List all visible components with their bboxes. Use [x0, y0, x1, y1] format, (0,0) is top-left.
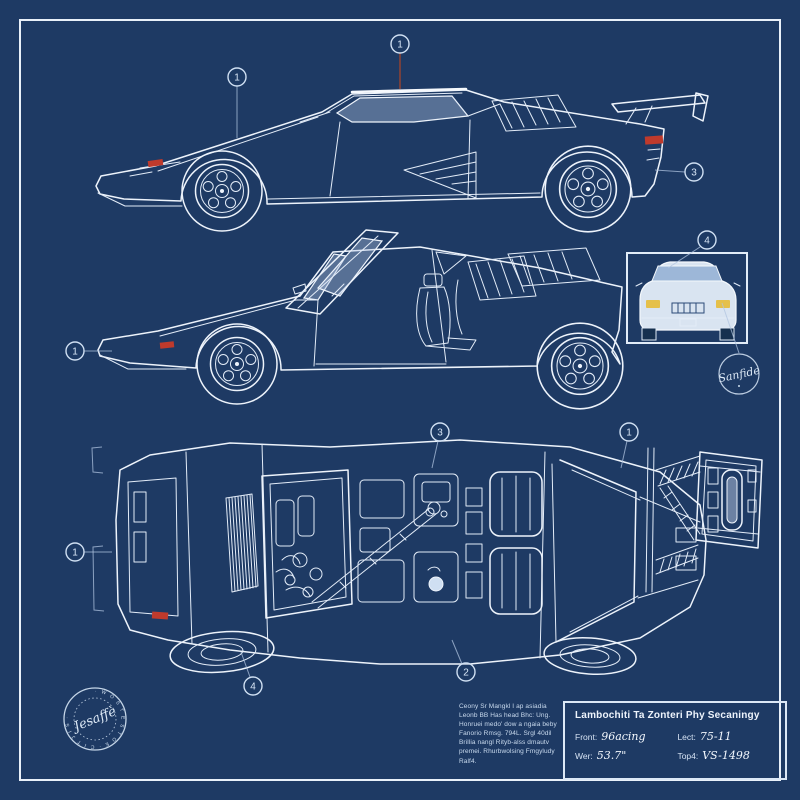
- rear-wing-detail: [645, 447, 763, 593]
- seat-left: [489, 471, 543, 537]
- svg-text:3: 3: [437, 428, 443, 439]
- tail-light: [644, 135, 664, 145]
- callout-top-wheel: 4: [240, 651, 263, 696]
- front-marker-light: [147, 159, 164, 168]
- callout-inset: 4: [667, 230, 717, 269]
- callout-top-sill: 2: [451, 639, 476, 682]
- callout-open-nose: 1: [65, 341, 112, 361]
- dimension-bracket-top: [91, 446, 104, 474]
- svg-text:1: 1: [72, 548, 78, 559]
- dimension-bracket-bottom: [92, 545, 105, 612]
- field-top: Top4: VS-1498: [677, 749, 750, 762]
- field-lect: Lect: 75-11: [677, 730, 732, 743]
- field-wer: Wer: 53.7": [575, 749, 627, 762]
- front-wheel: [181, 150, 263, 232]
- svg-text:2: 2: [463, 668, 469, 679]
- inset-grille: [671, 302, 705, 314]
- callout-top-engine: 3: [430, 422, 450, 469]
- note-line: Brillia nangl Rityb-alss dmautv: [459, 739, 550, 747]
- engine-bay: [261, 469, 441, 619]
- note-line: Fanorio Rmsg. 794L. Srgl 40dil: [459, 730, 552, 738]
- side-profile-view: [95, 87, 709, 233]
- callout-side-tail: 3: [654, 162, 704, 182]
- seat-right: [489, 547, 543, 615]
- windshield-top-view: [555, 459, 637, 643]
- door-glass: [316, 237, 384, 297]
- inset-wheel-left: [641, 327, 657, 341]
- inset-headlight-right: [716, 300, 730, 308]
- svg-text:1: 1: [626, 428, 632, 439]
- naca-duct: [403, 151, 477, 199]
- svg-text:4: 4: [704, 236, 710, 247]
- signature-stamp-left: · W O S T E S T O E · C I T J I S · Jesa…: [63, 687, 127, 751]
- top-cutaway-view: [91, 439, 763, 675]
- svg-text:4: 4: [250, 682, 256, 693]
- top-view-wheels: [169, 630, 637, 675]
- svg-text:1: 1: [397, 40, 403, 51]
- engine-louvers: [225, 493, 259, 593]
- rear-wing: [611, 94, 706, 113]
- rear-wheel: [544, 145, 632, 233]
- svg-text:1: 1: [72, 347, 78, 358]
- title-block: Lambochiti Ta Zonteri Phy Secaningy Fron…: [563, 701, 787, 780]
- equipment-boxes: [357, 473, 459, 603]
- note-line: Ceony Sr Mangkl I ap asiadia: [459, 703, 547, 710]
- svg-text:3: 3: [691, 168, 697, 179]
- front-view-inset: [626, 252, 748, 344]
- front-wheel-2: [196, 323, 278, 405]
- quarter-louvers: [467, 255, 537, 301]
- note-line: premei. Rhurbwolsing Fmgyludy Ralf4.: [459, 748, 555, 765]
- inset-stamp-leader: [721, 302, 740, 354]
- title-block-fields: Front: 96acing Lect: 75-11 Wer: 53.7" To…: [575, 730, 775, 762]
- tail-light-top-view: [151, 611, 169, 620]
- rear-wheel-2: [536, 322, 624, 410]
- shoulder-scoop-open-view: [507, 247, 601, 287]
- note-line: Honruei medo' dow a ngaia beby: [459, 721, 557, 729]
- mirror: [292, 283, 307, 295]
- spec-notes: Ceony Sr Mangkl I ap asiadia Leonb BB Ha…: [459, 702, 559, 766]
- border-frame: [19, 19, 781, 781]
- scissor-door: [285, 229, 399, 315]
- callout-top-windshield: 1: [619, 422, 639, 469]
- signature-stamp-right: Sanfide: [717, 353, 762, 395]
- title-block-title: Lambochiti Ta Zonteri Phy Secaningy: [575, 710, 760, 721]
- inset-windshield: [651, 265, 723, 282]
- seat: [416, 273, 477, 351]
- callout-side-hood: 1: [227, 67, 247, 138]
- field-front: Front: 96acing: [575, 730, 646, 743]
- callout-side-roof: 1: [390, 34, 410, 89]
- roof-line: [350, 87, 468, 94]
- svg-text:Sanfide: Sanfide: [717, 364, 761, 386]
- side-window: [335, 95, 470, 123]
- front-marker-light-2: [159, 341, 175, 349]
- svg-text:1: 1: [234, 73, 240, 84]
- callout-top-rear: 1: [65, 542, 112, 562]
- note-line: Leonb BB Has head Bhc: Ung.: [459, 712, 551, 720]
- cockpit: [465, 463, 557, 643]
- shoulder-scoop: [491, 94, 577, 132]
- inset-wheel-right: [719, 327, 735, 341]
- open-door-view: [97, 229, 624, 410]
- inset-headlight-left: [646, 300, 660, 308]
